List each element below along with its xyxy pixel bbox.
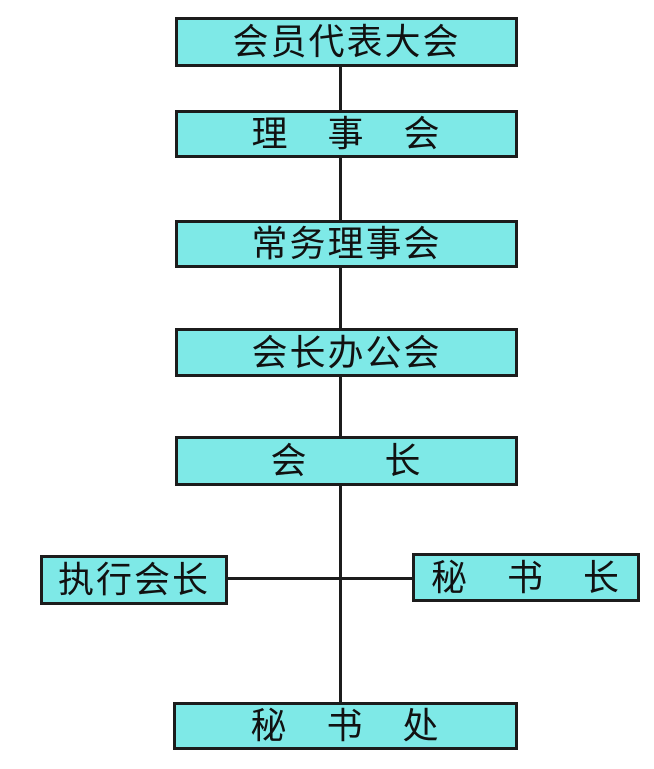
connector-executive-secretary-general <box>228 577 412 580</box>
node-member-representative-congress: 会员代表大会 <box>175 17 518 67</box>
connector-standing-office <box>339 268 342 328</box>
node-standing-council: 常务理事会 <box>175 220 518 268</box>
connector-council-standing <box>339 158 342 220</box>
connector-congress-council <box>339 67 342 110</box>
node-secretary-general: 秘 书 长 <box>412 553 640 602</box>
connector-president-secretariat <box>339 486 342 702</box>
node-secretariat: 秘 书 处 <box>173 702 518 750</box>
node-president-office-meeting: 会长办公会 <box>175 328 518 377</box>
node-executive-president: 执行会长 <box>40 555 228 605</box>
node-president: 会 长 <box>175 436 518 486</box>
connector-office-president <box>339 377 342 436</box>
node-council: 理 事 会 <box>175 110 518 158</box>
